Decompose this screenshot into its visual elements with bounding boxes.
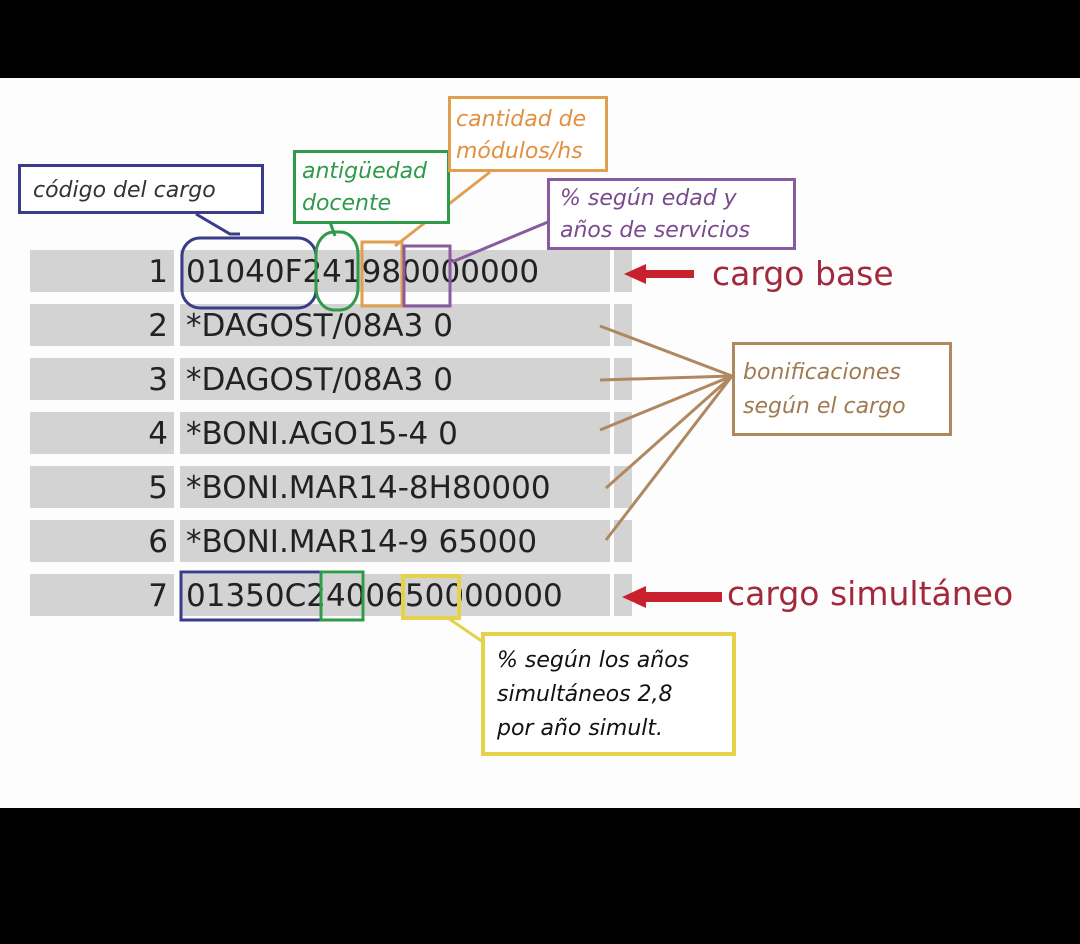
row-code: *BONI.AGO15-4 0 <box>186 416 458 452</box>
antiguedad-callout-line2: docente <box>302 191 392 216</box>
simultaneos-callout: % según los años simultáneos 2,8 por año… <box>481 632 736 756</box>
row-number: 1 <box>148 254 168 290</box>
row-number: 2 <box>148 308 168 344</box>
simultaneos-callout-line2: simultáneos 2,8 <box>497 682 673 707</box>
row-number: 5 <box>148 470 168 506</box>
codigo-callout-text: código del cargo <box>33 178 216 203</box>
row-code: *BONI.MAR14-9 65000 <box>186 524 538 560</box>
edad-callout-line1: % según edad y <box>560 186 737 211</box>
antiguedad-callout: antigüedad docente <box>293 150 450 224</box>
cargo-base-label: cargo base <box>712 254 894 293</box>
row-code: *DAGOST/08A3 0 <box>186 308 453 344</box>
row-code: *BONI.MAR14-8H80000 <box>186 470 551 506</box>
cantidad-callout-line2: módulos/hs <box>456 139 583 164</box>
codigo-callout: código del cargo <box>18 164 264 214</box>
bonificaciones-callout-line1: bonificaciones <box>743 360 901 385</box>
simultaneos-callout-line1: % según los años <box>497 648 690 673</box>
bottom-black-bar <box>0 808 1080 944</box>
row-number: 4 <box>148 416 168 452</box>
row-number: 7 <box>148 578 168 614</box>
cantidad-callout: cantidad de módulos/hs <box>448 96 608 172</box>
bonificaciones-callout-line2: según el cargo <box>743 394 906 419</box>
top-black-bar <box>0 0 1080 78</box>
row-code: *DAGOST/08A3 0 <box>186 362 453 398</box>
row-code: 01350C2400650000000 <box>186 578 563 614</box>
row-code: 01040F241980000000 <box>186 254 540 290</box>
edad-callout-line2: años de servicios <box>560 218 751 243</box>
antiguedad-callout-line1: antigüedad <box>302 159 428 184</box>
cantidad-callout-line1: cantidad de <box>456 107 587 132</box>
row-number: 6 <box>148 524 168 560</box>
edad-callout: % según edad y años de servicios <box>547 178 796 250</box>
cargo-simultaneo-label: cargo simultáneo <box>727 574 1014 613</box>
row-number: 3 <box>148 362 168 398</box>
simultaneos-callout-line3: por año simult. <box>497 716 664 741</box>
bonificaciones-callout: bonificaciones según el cargo <box>732 342 952 436</box>
